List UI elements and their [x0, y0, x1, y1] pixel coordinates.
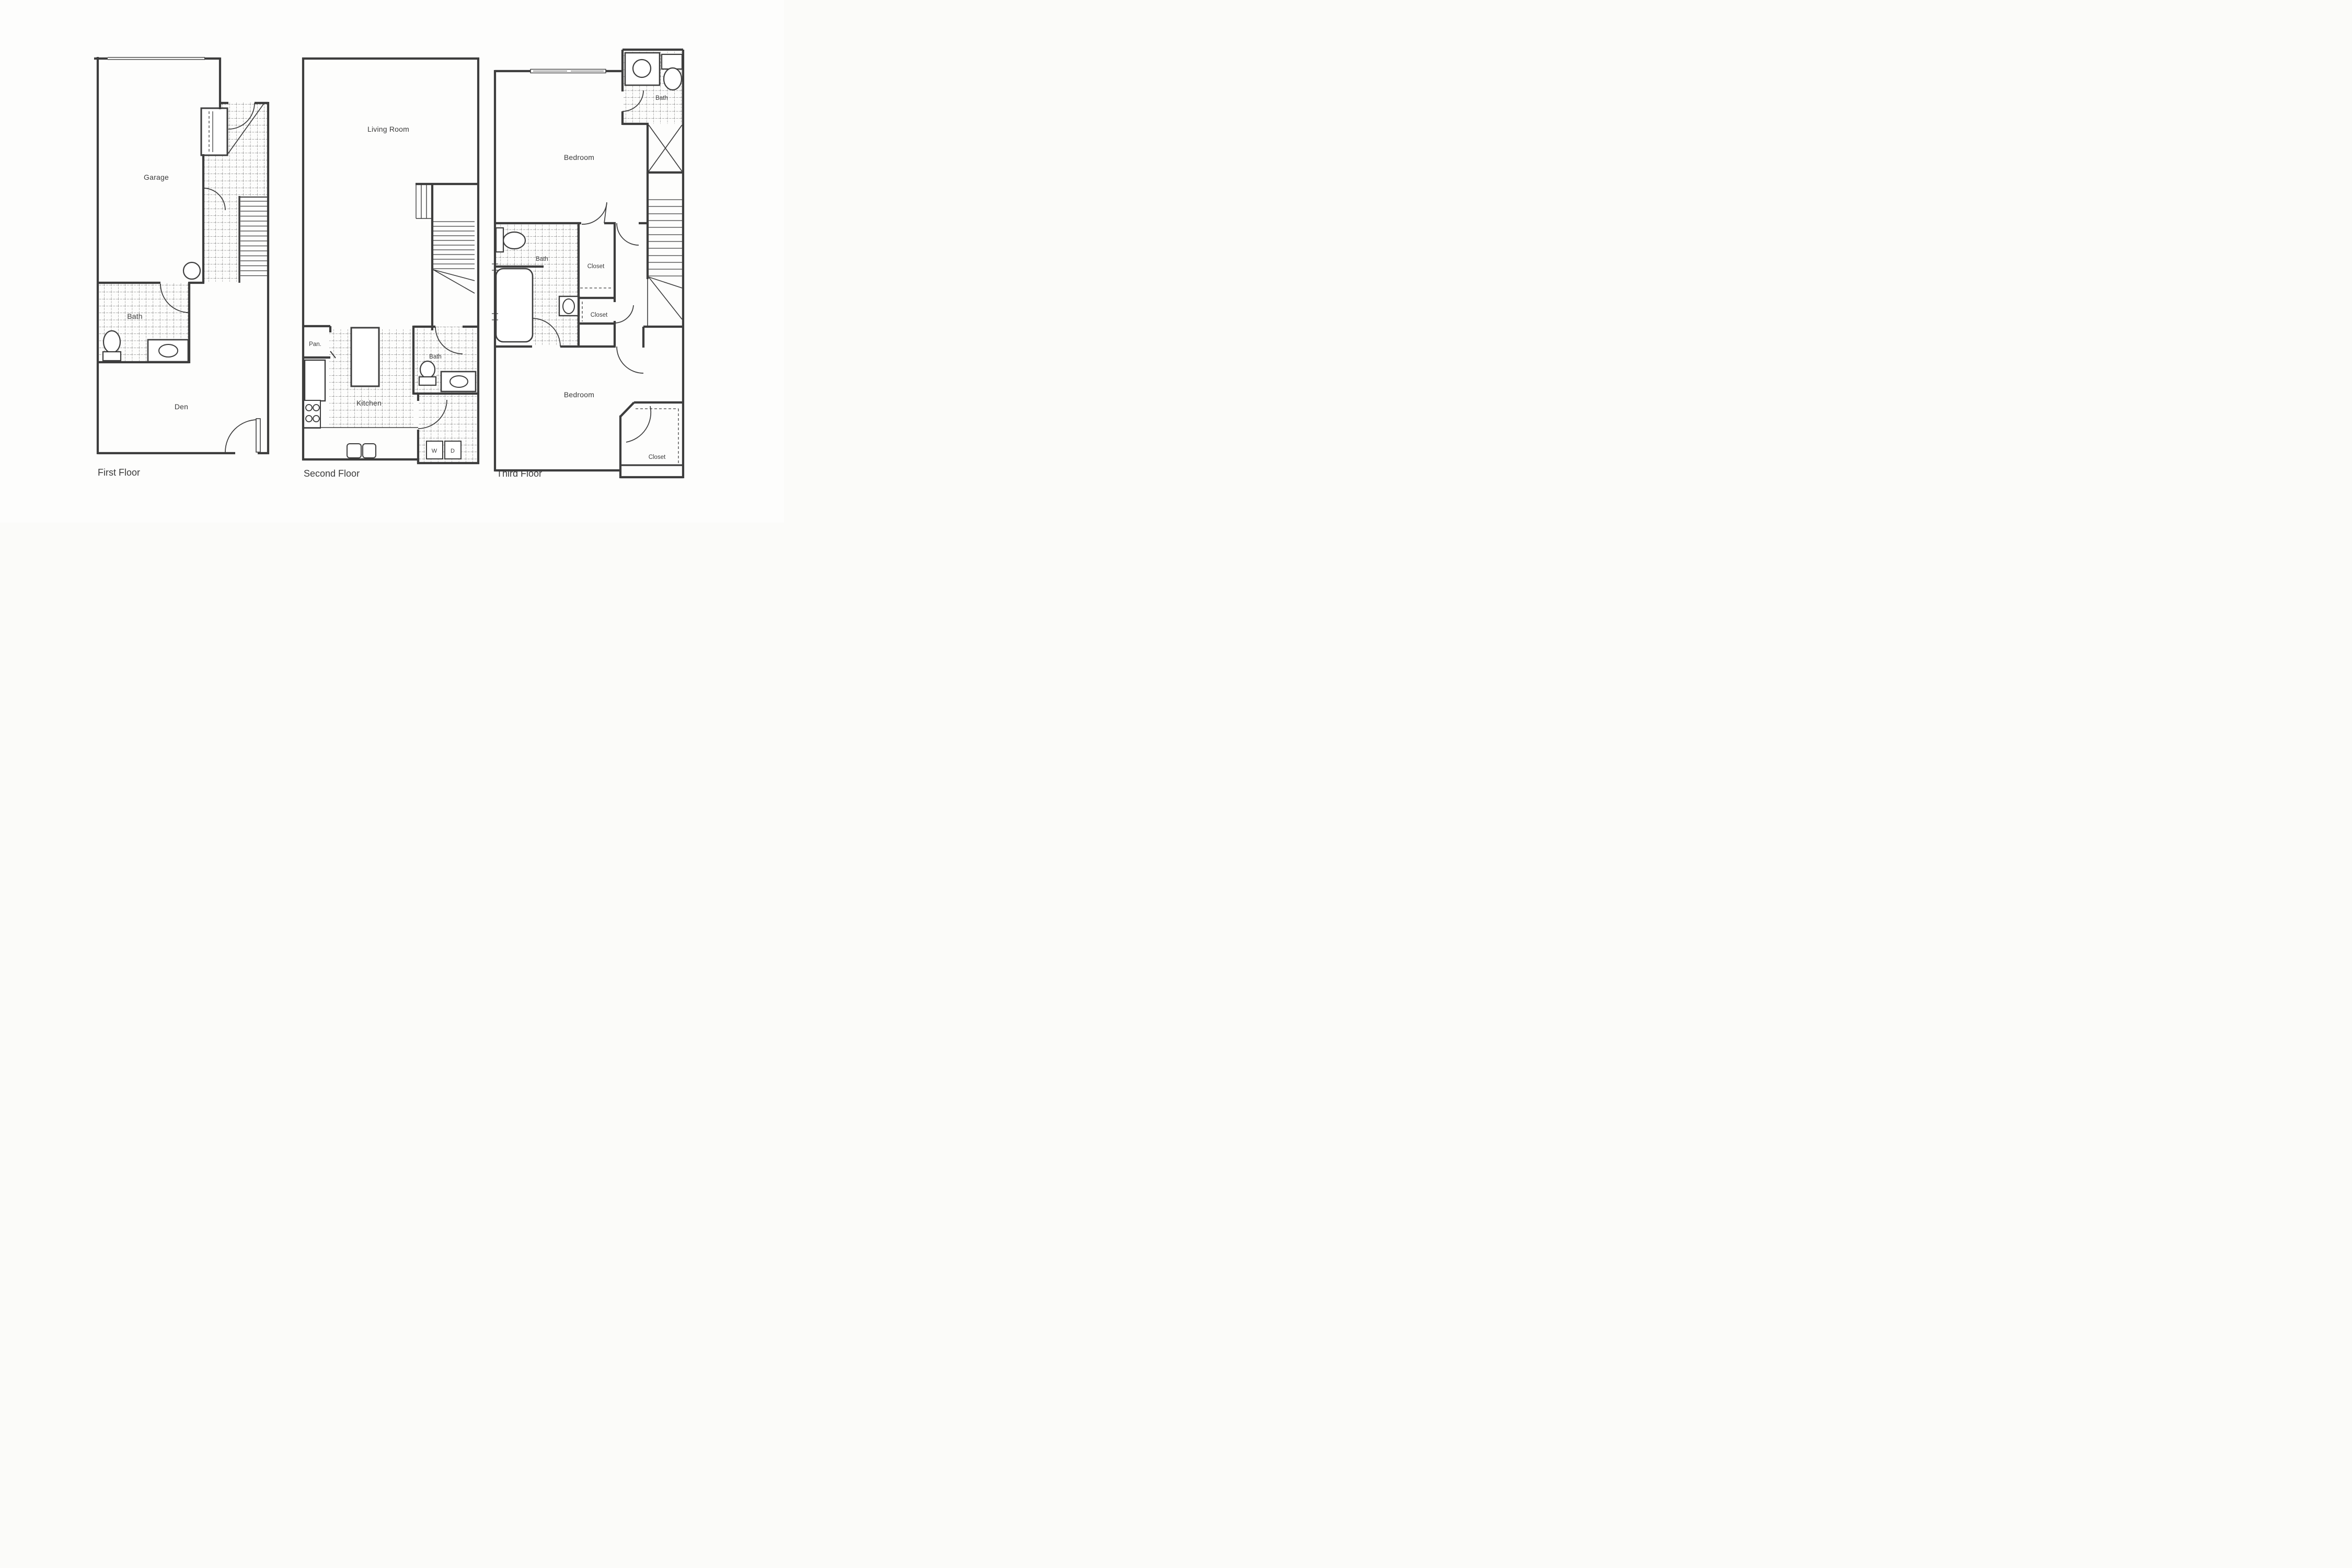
hall-door-arc — [616, 223, 639, 246]
front-door-arc — [228, 102, 255, 130]
closet-door-arc — [581, 203, 607, 225]
entry-hall-tile — [203, 102, 268, 282]
toilet-icon — [661, 53, 683, 91]
bedroom-door-arc — [616, 346, 644, 374]
laundry-door-arc — [418, 399, 447, 429]
upper-bath-door-arc — [622, 90, 644, 112]
washer-box — [426, 441, 443, 459]
stove-burners-icon — [303, 400, 321, 429]
closet2-door-arc — [614, 305, 634, 324]
bath-door-arc — [435, 326, 463, 354]
bath-door-arc — [160, 283, 190, 313]
room-label-bath: Bath — [127, 312, 143, 320]
third-floor-walls — [493, 48, 685, 479]
room-label-closet-hall: Closet — [587, 263, 605, 270]
floor-title-first: First Floor — [98, 467, 140, 478]
room-label-den: Den — [175, 402, 188, 411]
dryer-box — [444, 441, 462, 459]
garage-door-line — [108, 57, 205, 60]
toilet-icon — [418, 360, 437, 386]
middle-bath-door-arc — [532, 318, 561, 347]
room-label-garage: Garage — [144, 173, 169, 181]
first-floor-plan: Garage Bath Den First Floor — [94, 57, 270, 478]
stair-railing — [416, 185, 432, 219]
door-arcs — [532, 90, 652, 443]
toilet-icon-middle — [495, 227, 526, 253]
sink-vanity-icon — [558, 295, 580, 317]
room-label-closet-small: Closet — [591, 312, 608, 318]
wall-tick-marks — [492, 263, 498, 320]
sink-vanity-icon — [440, 371, 477, 393]
room-label-pantry: Pan. — [309, 341, 321, 348]
window-icon — [530, 68, 606, 74]
door-arcs — [160, 102, 258, 453]
floorplan-svg: Garage Bath Den First Floor — [94, 48, 685, 479]
floor-title-second: Second Floor — [304, 468, 360, 479]
refrigerator-icon — [304, 359, 326, 402]
room-label-kitchen: Kitchen — [356, 399, 382, 407]
bedroom-closet-door-arc — [626, 406, 652, 443]
shaft-x-box — [648, 124, 683, 172]
washer-label: W — [432, 448, 437, 454]
second-floor-plan: Living Room Pan. Kitchen Bath W D Second… — [302, 57, 480, 479]
bathtub-icon — [495, 268, 534, 343]
den-door-arc — [225, 419, 258, 453]
room-label-bedroom-upper: Bedroom — [564, 153, 594, 162]
third-floor-plan: Bath Bedroom Bath Closet Closet Bedroom … — [492, 48, 685, 479]
first-floor-walls — [94, 57, 270, 455]
sink-counter-icon — [624, 52, 661, 86]
door-arcs — [418, 326, 463, 429]
entry-closet — [200, 107, 228, 156]
floor-plan-document: Garage Bath Den First Floor — [0, 0, 784, 523]
room-label-bath-middle: Bath — [536, 256, 548, 262]
stair-diagonal-line — [226, 103, 264, 156]
room-label-closet-bedroom: Closet — [649, 454, 666, 460]
room-label-bath-upper: Bath — [655, 95, 668, 101]
room-label-bedroom-lower: Bedroom — [564, 390, 594, 399]
toilet-icon — [102, 330, 122, 362]
water-heater-icon — [182, 261, 201, 280]
garage-door-arc — [203, 188, 226, 211]
second-floor-walls — [302, 57, 480, 465]
stairs-icon — [433, 221, 475, 294]
dryer-label: D — [451, 448, 455, 454]
den-door-leaf — [256, 418, 261, 453]
kitchen-sink-icon — [347, 443, 376, 458]
room-label-bath: Bath — [429, 354, 442, 360]
floor-title-third: Third Floor — [497, 468, 542, 479]
closet-dashed-lines — [580, 287, 679, 463]
stairs-down-icon — [240, 201, 268, 276]
kitchen-island — [350, 327, 380, 387]
stairs-icon — [648, 199, 683, 320]
room-label-living-room: Living Room — [367, 125, 409, 133]
sink-vanity-icon — [147, 339, 189, 363]
